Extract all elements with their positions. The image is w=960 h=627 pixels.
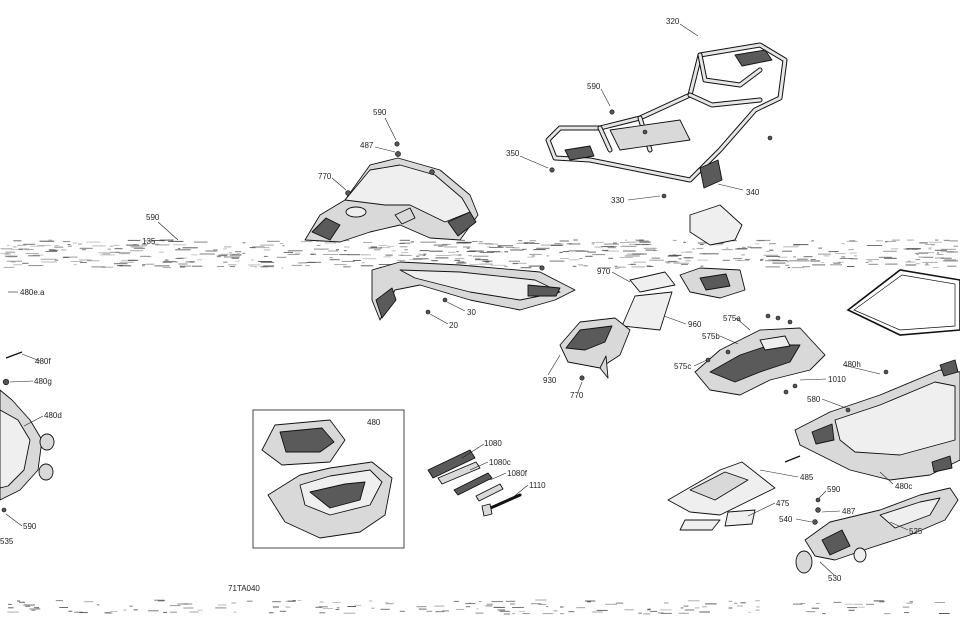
callout-480h: 480h — [843, 360, 861, 369]
callout-535: 535 — [0, 537, 14, 546]
panel-930-part — [559, 317, 631, 379]
drawing-code: 71TA040 — [228, 584, 260, 593]
callout-580: 580 — [807, 395, 821, 404]
callout-480f: 480f — [35, 357, 51, 366]
panel-970-part — [629, 271, 676, 293]
callout-525: 525 — [909, 527, 923, 536]
clip-icon — [812, 519, 818, 525]
callout-590-fender: 590 — [373, 108, 387, 117]
clip-icon — [395, 151, 401, 157]
callout-480d: 480d — [44, 411, 62, 420]
screw-icon — [1, 507, 7, 513]
callout-1080: 1080 — [484, 439, 502, 448]
floor-plate-part — [667, 461, 776, 531]
clip-icon — [815, 507, 821, 513]
nut-icon — [661, 193, 667, 199]
kit-480-storage-part — [261, 419, 393, 539]
nut-icon — [2, 378, 10, 386]
rear-storage-frame-part — [794, 359, 960, 481]
clip-icon — [539, 265, 545, 271]
tool-kit-part — [427, 449, 522, 517]
screw-icon — [642, 129, 648, 135]
clip-icon — [345, 190, 351, 196]
callout-1110: 1110 — [529, 481, 546, 490]
callout-575a: 575a — [723, 314, 741, 323]
nut-icon — [783, 389, 789, 395]
callout-970: 970 — [597, 267, 611, 276]
rear-fender-right-part — [795, 487, 959, 574]
screw-icon — [725, 349, 731, 355]
panel-part — [689, 204, 743, 246]
nut-icon — [883, 369, 889, 375]
screw-icon — [775, 315, 781, 321]
callout-960: 960 — [688, 320, 702, 329]
callout-770-fender: 770 — [318, 172, 332, 181]
callout-30: 30 — [467, 308, 476, 317]
screw-icon — [767, 135, 773, 141]
clip-icon — [579, 375, 585, 381]
callout-930: 930 — [543, 376, 557, 385]
screw-icon — [425, 309, 431, 315]
callout-320: 320 — [666, 17, 680, 26]
callout-530: 530 — [828, 574, 842, 583]
callout-480g: 480g — [34, 377, 52, 386]
callout-575b: 575b — [702, 332, 720, 341]
callout-487-bottom-right: 487 — [842, 507, 856, 516]
gasket-part — [846, 269, 960, 336]
callout-485: 485 — [800, 473, 814, 482]
screw-icon — [394, 141, 400, 147]
screw-icon — [705, 357, 711, 363]
callout-labels: 320 590 350 330 340 590 487 770 590 135 … — [0, 17, 923, 593]
clip-icon — [429, 169, 435, 175]
screw-icon — [549, 167, 555, 173]
callout-330: 330 — [611, 196, 625, 205]
screw-icon — [787, 319, 793, 325]
callout-480ea: 480e.a — [20, 288, 45, 297]
callout-20: 20 — [449, 321, 458, 330]
screw-icon — [442, 297, 448, 303]
screw-icon — [609, 109, 615, 115]
callout-590: 590 — [587, 82, 601, 91]
screw-icon — [765, 313, 771, 319]
rear-fender-left-part — [0, 389, 55, 501]
callout-1080c: 1080c — [489, 458, 511, 467]
panel-960-part — [621, 291, 673, 331]
bracket-part — [679, 267, 746, 299]
callout-590-bottom-right: 590 — [827, 485, 841, 494]
lower-fender-part — [371, 261, 576, 321]
callout-575c: 575c — [674, 362, 691, 371]
scan-noise-band-bottom — [7, 599, 950, 615]
front-rack-part — [545, 42, 788, 189]
skid-plate-part — [694, 327, 826, 396]
callout-590-left: 590 — [146, 213, 160, 222]
callout-487-fender: 487 — [360, 141, 374, 150]
rod-part — [5, 351, 23, 359]
callout-340: 340 — [746, 188, 760, 197]
nut-icon — [792, 383, 798, 389]
screw-icon — [845, 407, 851, 413]
callout-1010: 1010 — [828, 375, 846, 384]
callout-540: 540 — [779, 515, 793, 524]
scan-noise-band — [0, 239, 958, 269]
callout-1080f: 1080f — [507, 469, 528, 478]
callout-135: 135 — [142, 237, 156, 246]
callout-590-bottom-left: 590 — [23, 522, 37, 531]
front-fender-part — [304, 157, 479, 243]
callout-770-lower: 770 — [570, 391, 584, 400]
callout-480c: 480c — [895, 482, 912, 491]
rod-part — [784, 455, 801, 463]
kit-480-frame — [252, 409, 405, 549]
callout-350: 350 — [506, 149, 520, 158]
leader-lines — [5, 23, 909, 576]
screw-icon — [815, 497, 821, 503]
callout-480-kit: 480 — [367, 418, 381, 427]
callout-475: 475 — [776, 499, 790, 508]
gasket-inner-edge — [853, 274, 956, 331]
